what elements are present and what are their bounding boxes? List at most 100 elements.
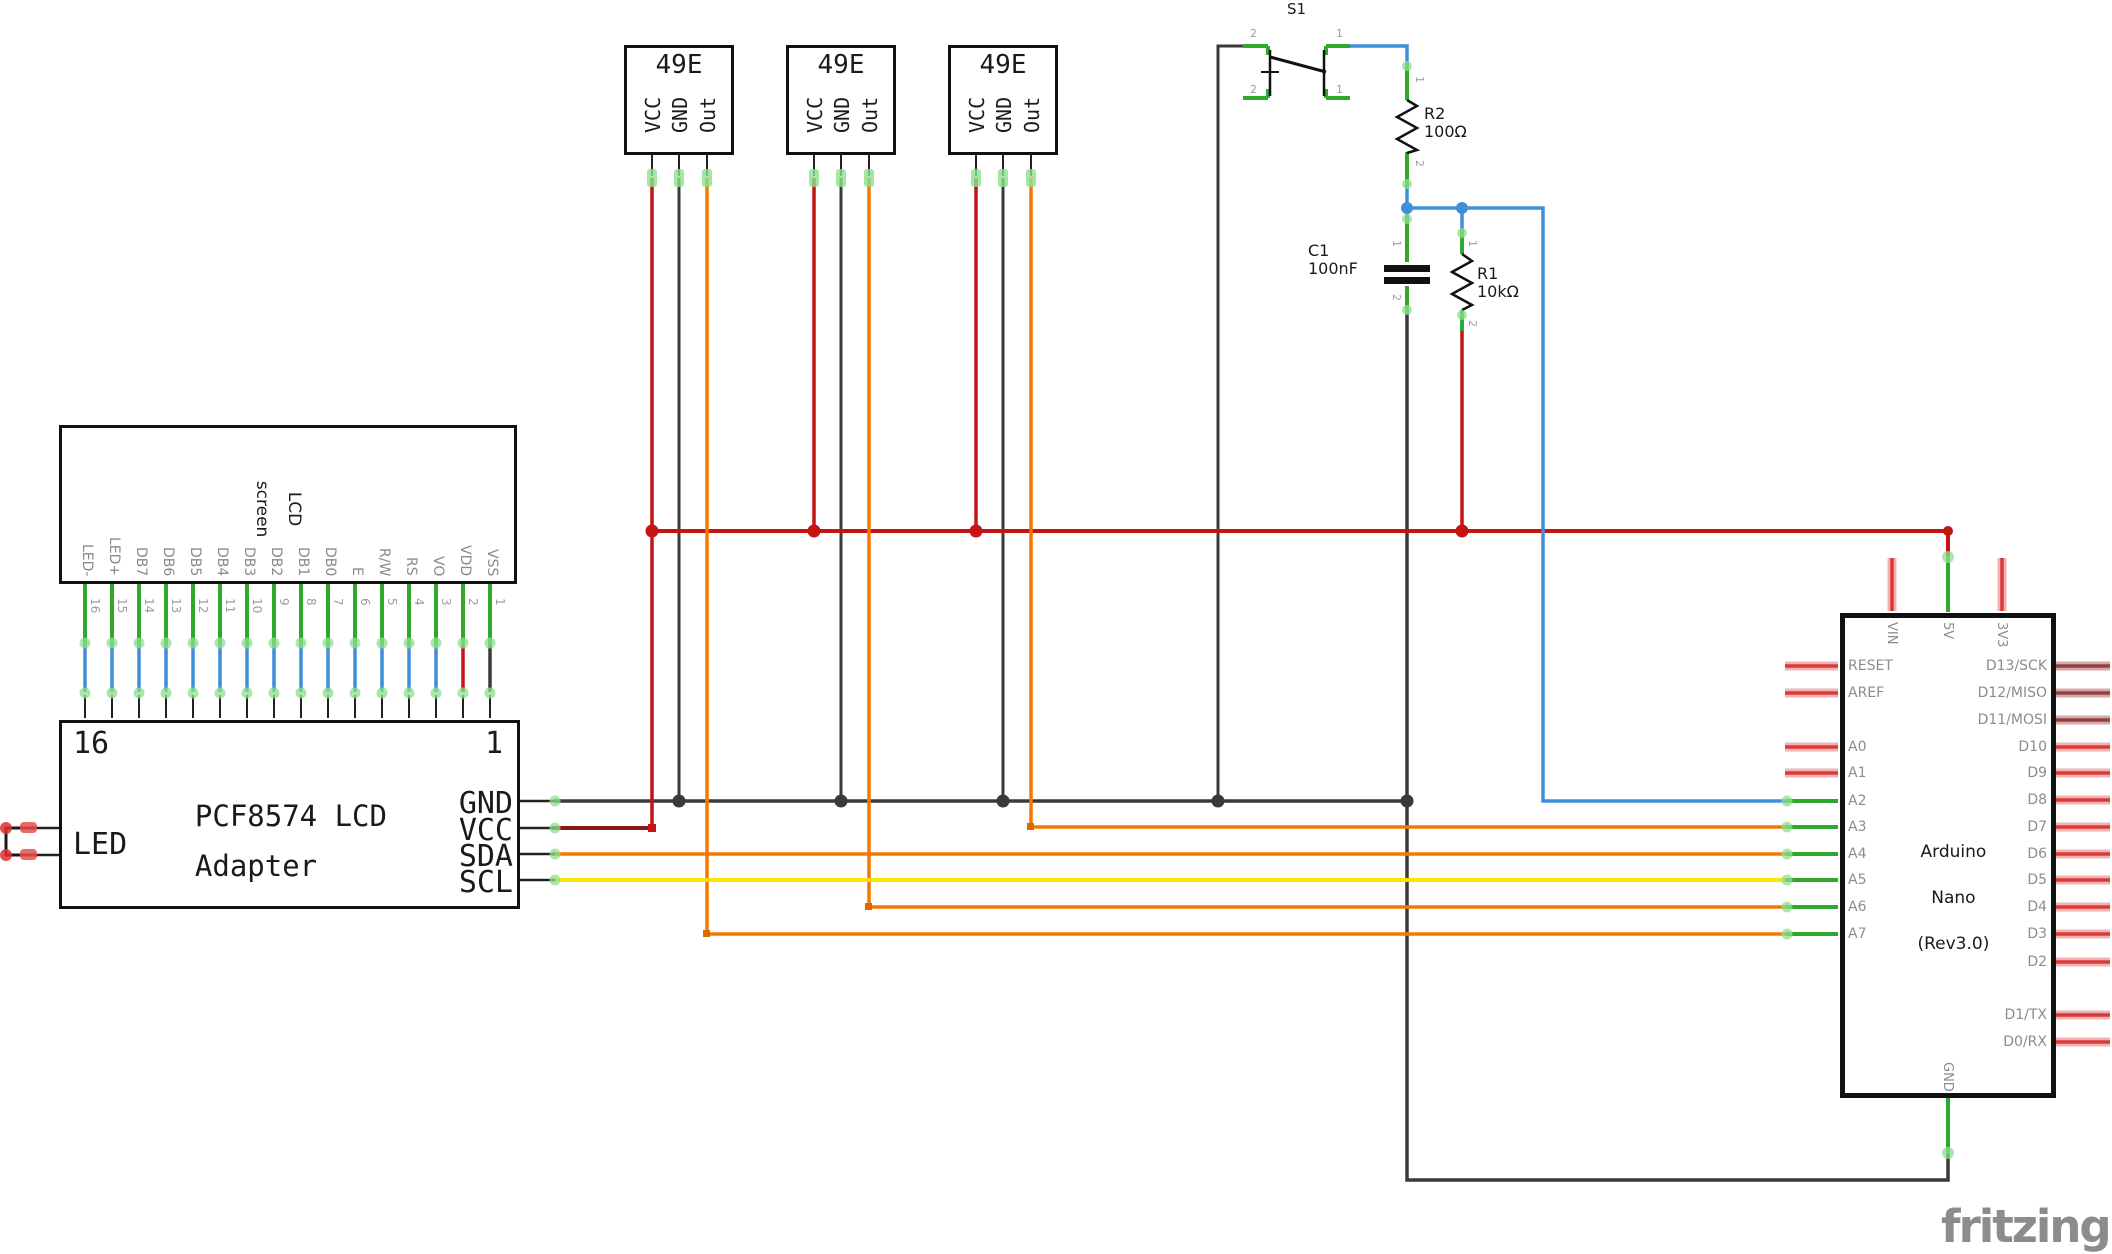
wire-end-glow [484, 637, 496, 649]
sensor1-pin-gnd-label: GND [668, 96, 692, 134]
nano-right-maroon-stubs[interactable] [2053, 661, 2110, 725]
sensor2-pin-gnd-label: GND [830, 96, 854, 134]
wire-end-glow [1781, 795, 1793, 807]
wire-end-glow [403, 687, 415, 699]
nano-pin-d3-label: D3 [2027, 926, 2047, 942]
wire-end-glow [1781, 821, 1793, 833]
adapter-pin-scl-label: SCL [458, 865, 513, 900]
wire-end-glow [214, 637, 226, 649]
nano-title-line3: (Rev3.0) [1917, 934, 1990, 954]
junction-dot [1211, 794, 1225, 808]
hall-sensor-1-component[interactable] [624, 45, 734, 155]
nano-left-green-stubs[interactable] [1785, 799, 1838, 936]
wire-end-glow [295, 637, 307, 649]
wire-end-glow [674, 169, 684, 187]
wire-end-glow [349, 687, 361, 699]
nano-left-red-stubs[interactable] [1785, 661, 1838, 778]
switch-lever[interactable] [1269, 55, 1327, 74]
r1-pin1-number: 1 [1466, 240, 1479, 247]
adapter-top-leads[interactable] [84, 695, 555, 882]
lcd-pin-label-vss: VSS [484, 548, 500, 576]
lcd-pin-number: 4 [412, 598, 426, 606]
hall-sensor-2-component[interactable] [786, 45, 896, 155]
junction-dot [672, 794, 686, 808]
led-jumper[interactable] [0, 822, 59, 861]
s1-switch[interactable] [1243, 44, 1350, 100]
nano-pin-d0rx-label: D0/RX [2003, 1034, 2047, 1050]
wire-end-glow [1402, 61, 1412, 71]
sensor-wire-end-glows [647, 169, 1036, 187]
lcd-pin-stubs[interactable] [83, 583, 492, 645]
nano-top-stubs[interactable] [1887, 558, 2007, 611]
capacitor-plate[interactable] [1384, 277, 1430, 284]
nano-pin-d1tx-label: D1/TX [2004, 1007, 2047, 1023]
lcd-pin-number: 7 [331, 598, 345, 606]
fritzing-watermark: fritzing [1941, 1200, 2112, 1253]
nano-pin-d5-label: D5 [2027, 872, 2047, 888]
r1-value: 10kΩ [1477, 282, 1519, 301]
resistor-zigzag[interactable] [1449, 252, 1475, 312]
nano-pin-3v3-label: 3V3 [1994, 622, 2009, 648]
wire-end-glow [1402, 214, 1412, 224]
wire-49e3-out-to-a3[interactable] [1029, 178, 1790, 829]
nano-pin-a0-label: A0 [1848, 739, 1867, 755]
net-5v[interactable] [650, 178, 1950, 828]
net-analog[interactable] [552, 178, 1790, 936]
wire-end-glow-red [0, 822, 12, 834]
nano-pin-d7-label: D7 [2027, 819, 2047, 835]
wire-end-glow [1781, 848, 1793, 860]
resistor-zigzag[interactable] [1394, 98, 1421, 155]
wire-end-glow [106, 637, 118, 649]
wire-s1-gnd[interactable] [1216, 44, 1243, 801]
lcd-pin-label-db1: DB1 [295, 546, 311, 576]
wire-end-glow [1781, 874, 1793, 886]
wire-s1-to-r2[interactable] [1350, 44, 1409, 72]
wire-end-glow [322, 687, 334, 699]
sensor2-pin-vcc-label: VCC [803, 96, 827, 134]
lcd-pin-number: 5 [385, 598, 399, 606]
capacitor-plate[interactable] [1384, 265, 1430, 272]
wire-5v-bus[interactable] [652, 529, 1950, 557]
nano-pin-a5-label: A5 [1848, 872, 1867, 888]
wire-end-glow [484, 687, 496, 699]
lcd-pin-number: 3 [439, 598, 453, 606]
adapter-corner-16: 16 [73, 726, 110, 761]
nano-right-red-stubs[interactable] [2053, 742, 2110, 1047]
lcd-pin-label-db7: DB7 [133, 546, 149, 576]
r2-label: R2 [1424, 104, 1446, 123]
net-gnd[interactable] [488, 44, 1950, 1182]
nano-pin-d12-label: D12/MISO [1977, 685, 2047, 701]
c1-pin2-number: 2 [1390, 294, 1403, 301]
wire-end-glow [457, 687, 469, 699]
lcd-adapter-wires[interactable] [83, 643, 465, 692]
sensor3-title: 49E [979, 50, 1027, 80]
pcf8574-adapter-component[interactable] [59, 720, 520, 909]
hall-sensor-3-component[interactable] [948, 45, 1058, 155]
wire-junction-to-a2[interactable] [1407, 206, 1790, 803]
nano-pin-a7-label: A7 [1848, 926, 1867, 942]
lcd-screen-component[interactable] [59, 425, 517, 584]
lcd-pin-number: 11 [223, 598, 237, 614]
wire-c1-to-nano-gnd[interactable] [1405, 313, 1950, 1182]
lcd-pin-number: 12 [196, 598, 210, 614]
junction-dot [969, 524, 983, 538]
wire-end-glow [79, 637, 91, 649]
junction-dot [865, 903, 872, 910]
s1-label: S1 [1287, 0, 1307, 18]
arduino-nano-component[interactable] [1840, 613, 2056, 1098]
wire-end-glow [971, 169, 981, 187]
sensor1-pin-out-label: Out [696, 96, 720, 134]
s1-pin1-top: 1 [1336, 27, 1343, 40]
junction-dot [834, 794, 848, 808]
lcd-pin-number: 6 [358, 598, 372, 606]
nano-pin-d4-label: D4 [2027, 899, 2047, 915]
wire-end-glow [1942, 551, 1954, 563]
lcd-pin-label-rw: R/W [376, 547, 392, 576]
wire-end-glow [836, 169, 846, 187]
lcd-pin-label-db5: DB5 [187, 546, 203, 576]
wire-end-glow [457, 637, 469, 649]
adapter-led-label: LED [73, 827, 128, 862]
wire-end-glows [79, 61, 1954, 1159]
nano-title-line1: Arduino [1920, 842, 1987, 862]
